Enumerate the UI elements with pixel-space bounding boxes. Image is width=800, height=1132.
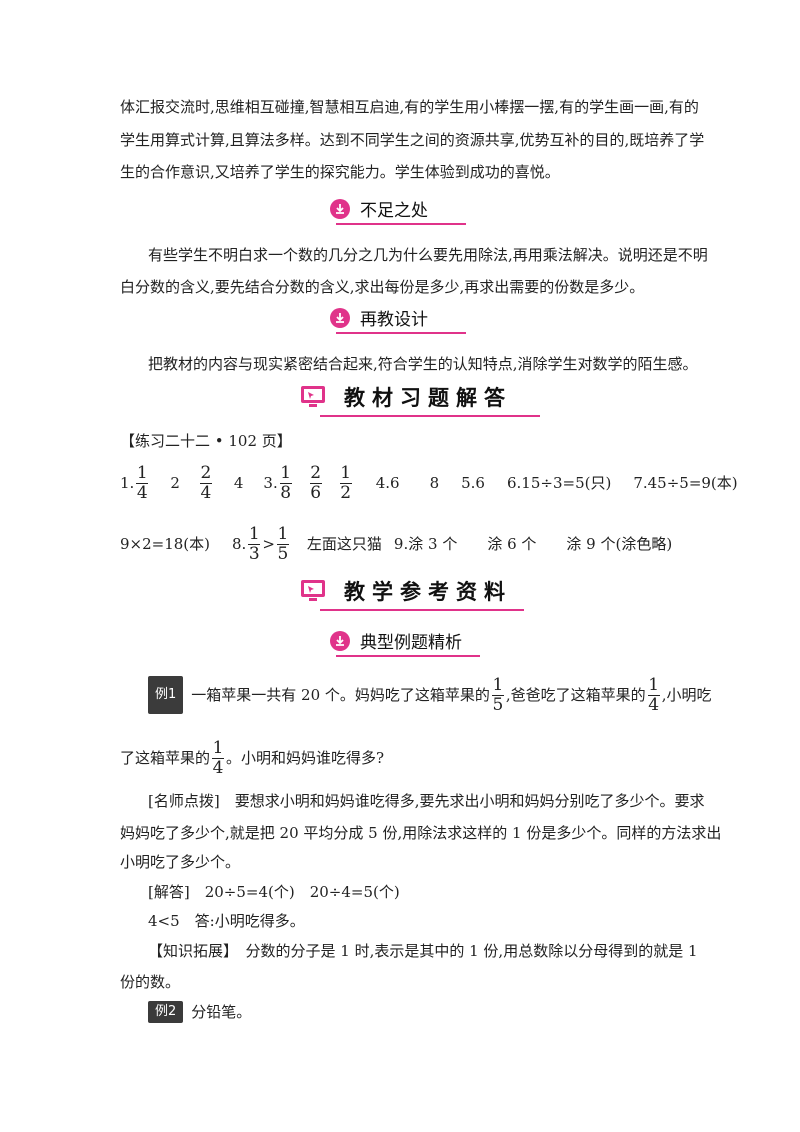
answer-value: 2 [170,474,180,492]
heading-underline [320,609,524,611]
section-title: 典型例题精析 [360,633,462,653]
example-text: 分铅笔。 [191,1003,252,1021]
example-2-line-1: 例2 分铅笔。 [148,1001,251,1023]
answer-item-number: 3. [263,474,278,492]
down-arrow-icon [330,630,350,651]
section-title: 不足之处 [360,201,428,221]
exercise-reference: 【练习二十二 • 102 页】 [120,432,292,450]
example-tag: 例1 [148,676,184,714]
answer-value: 4 [233,474,244,492]
heading-underline [336,223,466,225]
section-heading-redesign: 再教设计 [330,305,466,334]
greater-than-sign: > [262,535,275,553]
down-arrow-icon [330,307,350,328]
section-heading-shortcomings: 不足之处 [330,196,466,225]
example-text: 。小明和妈妈谁吃得多? [226,749,385,767]
section-title: 再教设计 [360,310,428,330]
intro-line-3: 生的合作意识,又培养了学生的探究能力。学生体验到成功的喜悦。 [120,163,560,181]
answer-item-6: 6.15÷3=5(只) [506,474,612,492]
answer-item-7-cont: 9×2=18(本) [120,535,211,553]
answer-item-8: 左面这只猫 [306,535,382,553]
chapter-title: 教学参考资料 [344,580,512,604]
answer-item-number: 8. [232,535,247,553]
extension-line-1: 【知识拓展】 分数的分子是 1 时,表示是其中的 1 份,用总数除以分母得到的就… [148,942,698,960]
answer-item-7: 7.45÷5=9(本) [633,474,738,492]
chapter-heading-answers: 教材习题解答 [300,382,540,417]
example-text: ,小明吃 [661,686,712,704]
intro-line-1: 体汇报交流时,思维相互碰撞,智慧相互启迪,有的学生用小棒摆一摆,有的学生画一画,… [120,98,699,116]
answer-item-number: 1. [120,474,135,492]
answer-line: 4<5 答:小明吃得多。 [148,912,305,930]
heading-underline [336,332,466,334]
chapter-heading-reference: 教学参考资料 [300,576,524,611]
redesign-line-1: 把教材的内容与现实紧密结合起来,符合学生的认知特点,消除学生对数学的陌生感。 [148,355,698,373]
example-text: ,爸爸吃了这箱苹果的 [505,686,646,704]
solution-line: [解答] 20÷5=4(个) 20÷4=5(个) [148,883,400,901]
shortcomings-line-2: 白分数的含义,要先结合分数的含义,求出每份是多少,再求出需要的份数是多少。 [120,278,645,296]
example-text: 一箱苹果一共有 20 个。妈妈吃了这箱苹果的 [191,686,490,704]
extension-line-2: 份的数。 [120,973,181,991]
tip-line-3: 小明吃了多少个。 [120,853,241,871]
heading-underline [320,415,540,417]
answer-item-9: 9.涂 3 个 涂 6 个 涂 9 个(涂色略) [393,535,673,553]
tip-line-1: [名师点拨] 要想求小明和妈妈谁吃得多,要先求出小明和妈妈分别吃了多少个。要求 [148,792,705,810]
intro-line-2: 学生用算式计算,且算法多样。达到不同学生之间的资源共享,优势互补的目的,既培养了… [120,131,705,149]
monitor-icon [301,580,325,601]
down-arrow-icon [330,198,350,219]
heading-underline [336,655,480,657]
section-heading-examples: 典型例题精析 [330,628,480,657]
example-tag: 例2 [148,1001,184,1023]
example-text: 了这箱苹果的 [120,749,211,767]
shortcomings-line-1: 有些学生不明白求一个数的几分之几为什么要先用除法,再用乘法解决。说明还是不明 [148,246,708,264]
chapter-title: 教材习题解答 [344,386,512,410]
answer-item-5: 5.6 [461,474,485,492]
tip-line-2: 妈妈吃了多少个,就是把 20 平均分成 5 份,用除法求这样的 1 份是多少个。… [120,824,722,842]
monitor-icon [301,386,325,407]
answer-item-4: 4.6 8 [375,474,440,492]
